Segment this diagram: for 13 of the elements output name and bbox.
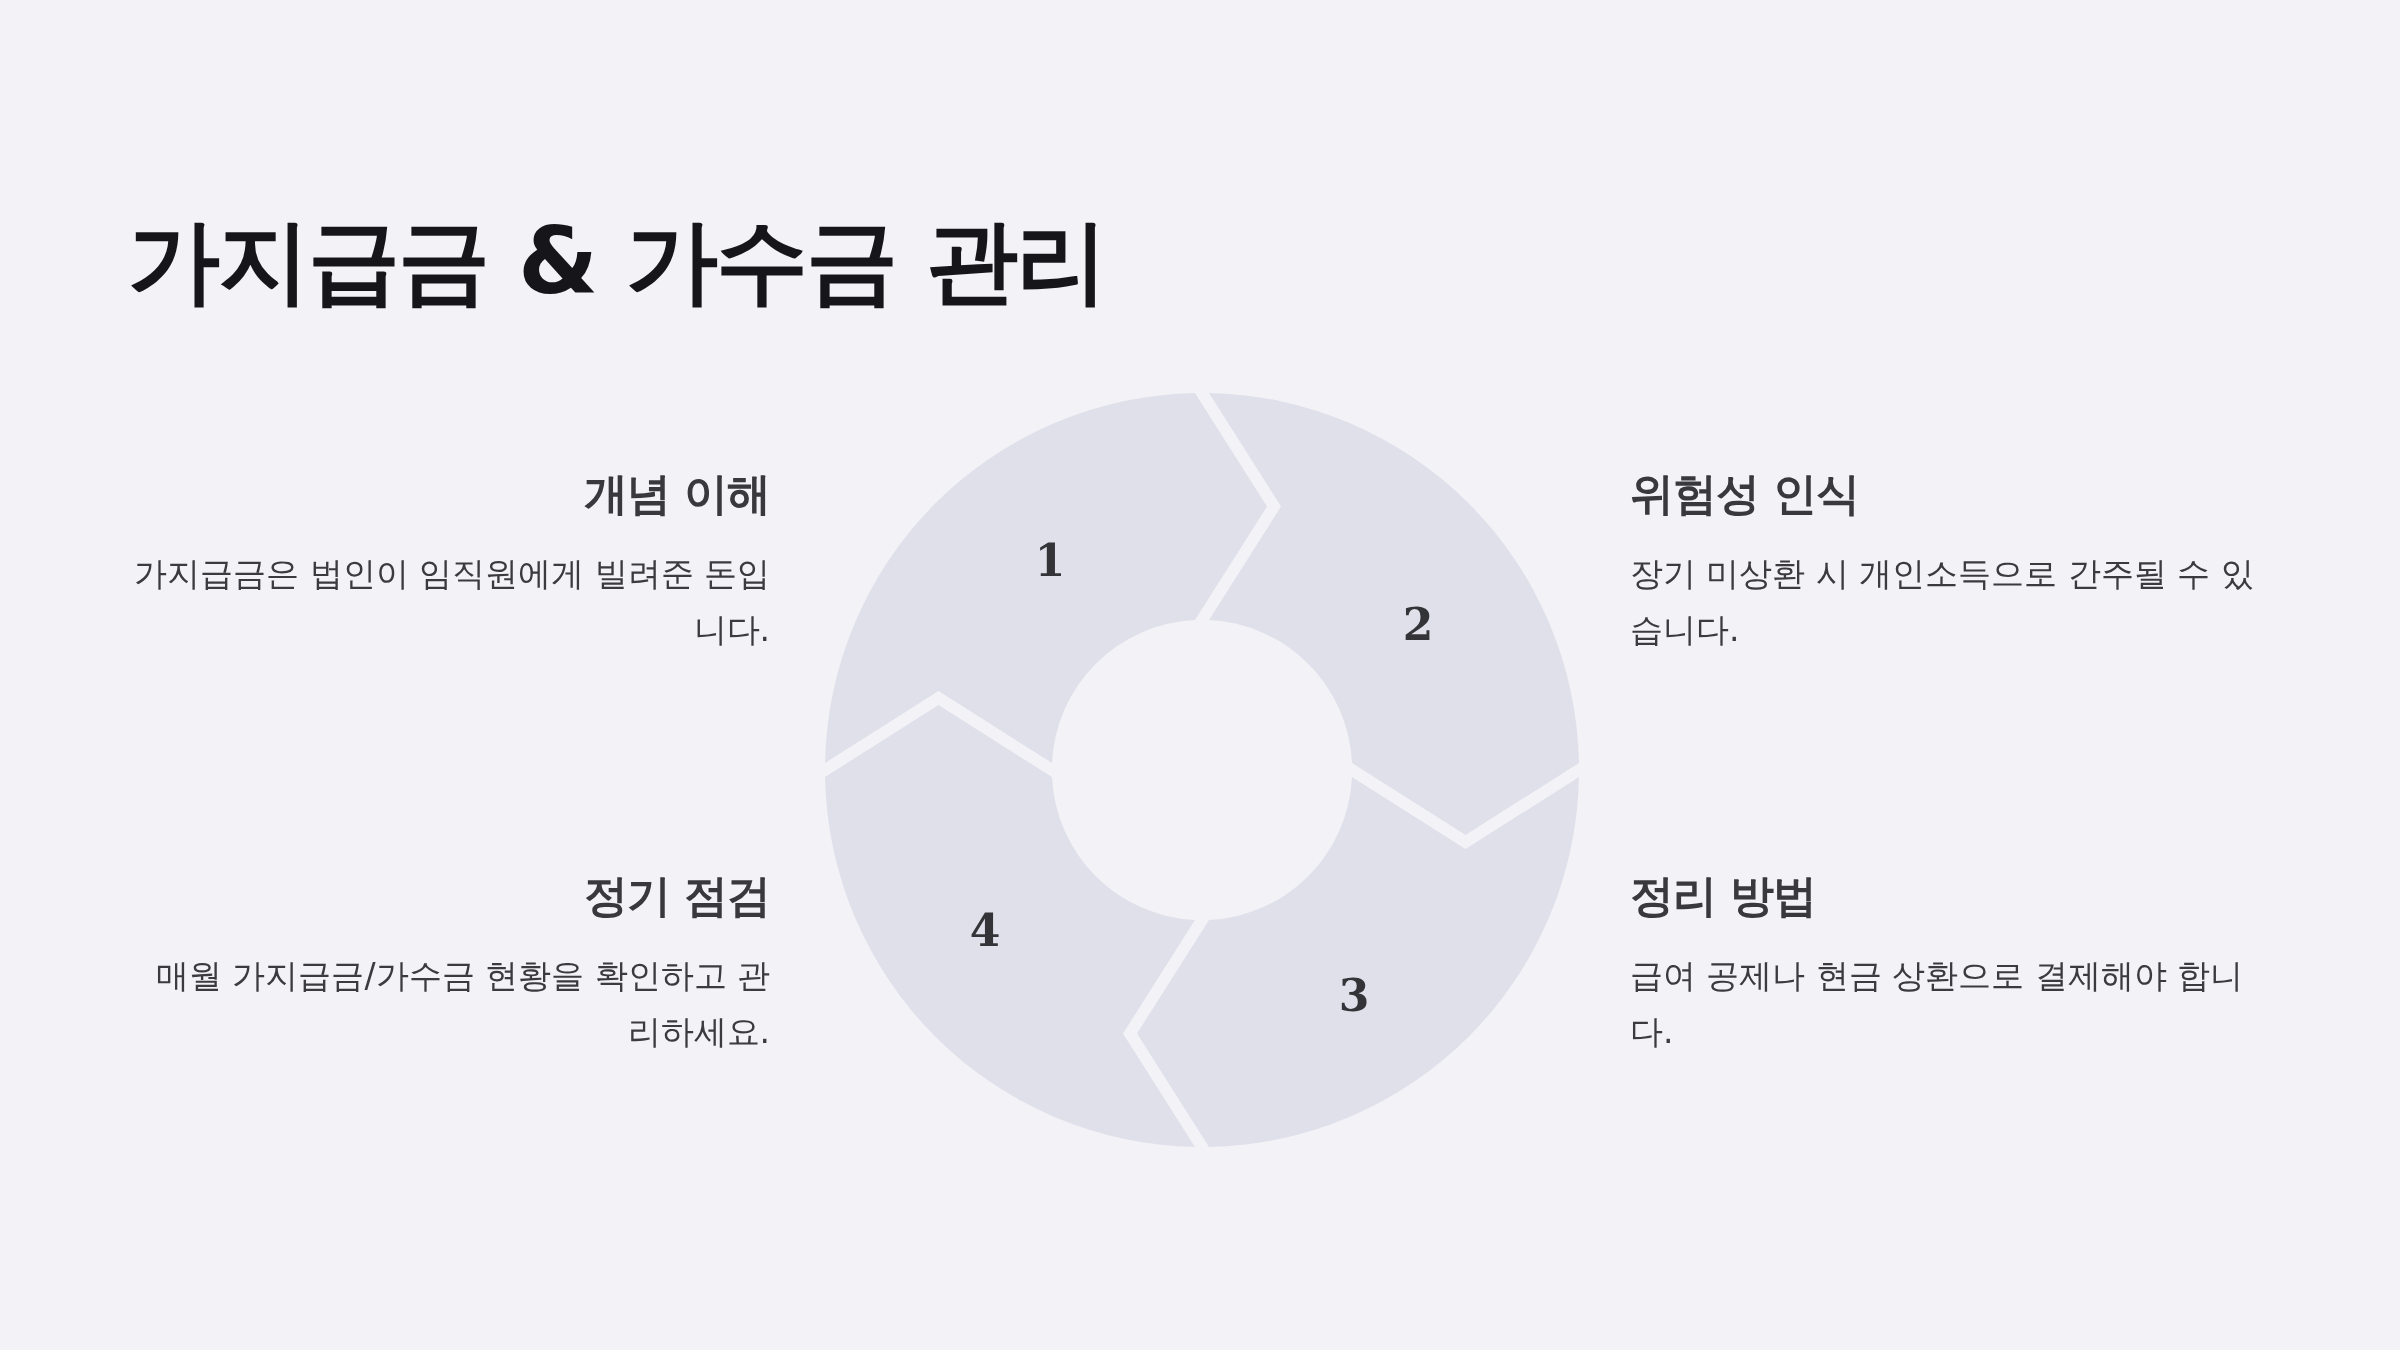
- step-description: 매월 가지급금/가수금 현황을 확인하고 관리하세요.: [154, 955, 770, 1053]
- step-description: 급여 공제나 현금 상환으로 결제해야 합니다.: [1630, 955, 2245, 1053]
- step-description: 가지급금은 법인이 임직원에게 빌려준 돈입니다.: [133, 553, 770, 651]
- step-number: 4: [969, 904, 1001, 956]
- step-heading: 정리 방법: [1630, 869, 1818, 923]
- step-number: 3: [1338, 969, 1370, 1021]
- title: 가지급금 & 가수금 관리: [128, 207, 1107, 317]
- step-number: 1: [1034, 534, 1066, 586]
- step-heading: 개념 이해: [582, 467, 770, 521]
- step-heading: 위험성 인식: [1630, 467, 1861, 521]
- step-description: 장기 미상환 시 개인소득으로 간주될 수 있습니다.: [1630, 553, 2255, 651]
- step-number: 2: [1402, 598, 1434, 650]
- step-heading: 정기 점검: [582, 869, 770, 923]
